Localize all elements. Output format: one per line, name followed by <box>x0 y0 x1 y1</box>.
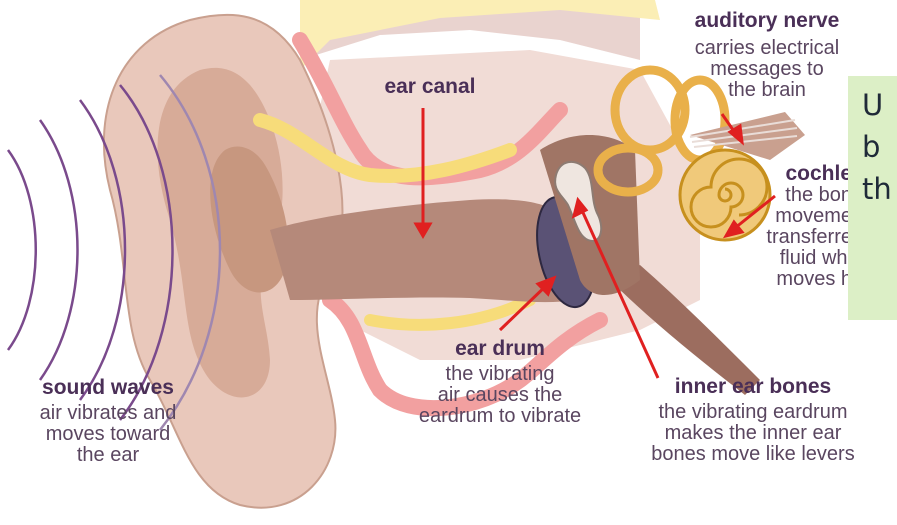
cochlea-desc-3: transferre <box>742 227 852 248</box>
inner-ear-bones-desc-1: the vibrating eardrum <box>618 402 888 423</box>
auditory-nerve-label: auditory nerve carries electrical messag… <box>662 10 872 101</box>
auditory-nerve-title: auditory nerve <box>662 10 872 32</box>
ear-canal-title: ear canal <box>370 76 490 98</box>
cochlea-desc-5: moves h <box>742 269 852 290</box>
cochlea-label: cochle the bon moveme transferre fluid w… <box>742 163 852 290</box>
ear-drum-desc-2: air causes the <box>390 385 610 406</box>
cochlea-title: cochle <box>742 163 852 185</box>
auditory-nerve-desc-2: messages to <box>662 59 872 80</box>
auditory-nerve-desc-3: the brain <box>662 80 872 101</box>
overlay-line-2: b <box>862 130 880 164</box>
overlay-text: U b th <box>862 84 892 210</box>
ear-drum-desc-1: the vibrating <box>390 364 610 385</box>
inner-ear-bones-title: inner ear bones <box>618 376 888 398</box>
overlay-line-3: th <box>862 172 892 206</box>
sound-waves-desc-1: air vibrates and <box>2 403 214 424</box>
auditory-nerve-desc-1: carries electrical <box>662 38 872 59</box>
ear-drum-desc-3: eardrum to vibrate <box>390 406 610 427</box>
ear-canal-label: ear canal <box>370 76 490 98</box>
sound-waves-label: sound waves air vibrates and moves towar… <box>2 377 214 466</box>
sound-waves-desc-2: moves toward <box>2 424 214 445</box>
ear-drum-title: ear drum <box>390 338 610 360</box>
cochlea-desc-1: the bon <box>742 185 852 206</box>
inner-ear-bones-desc-3: bones move like levers <box>618 444 888 465</box>
cochlea-desc-4: fluid whi <box>742 248 852 269</box>
ear-drum-label: ear drum the vibrating air causes the ea… <box>390 338 610 427</box>
inner-ear-bones-label: inner ear bones the vibrating eardrum ma… <box>618 376 888 465</box>
overlay-callout: U b th <box>848 76 897 320</box>
sound-waves-desc-3: the ear <box>2 445 214 466</box>
cochlea-desc-2: moveme <box>742 206 852 227</box>
inner-ear-bones-desc-2: makes the inner ear <box>618 423 888 444</box>
sound-waves-title: sound waves <box>2 377 214 399</box>
overlay-line-1: U <box>862 88 883 122</box>
